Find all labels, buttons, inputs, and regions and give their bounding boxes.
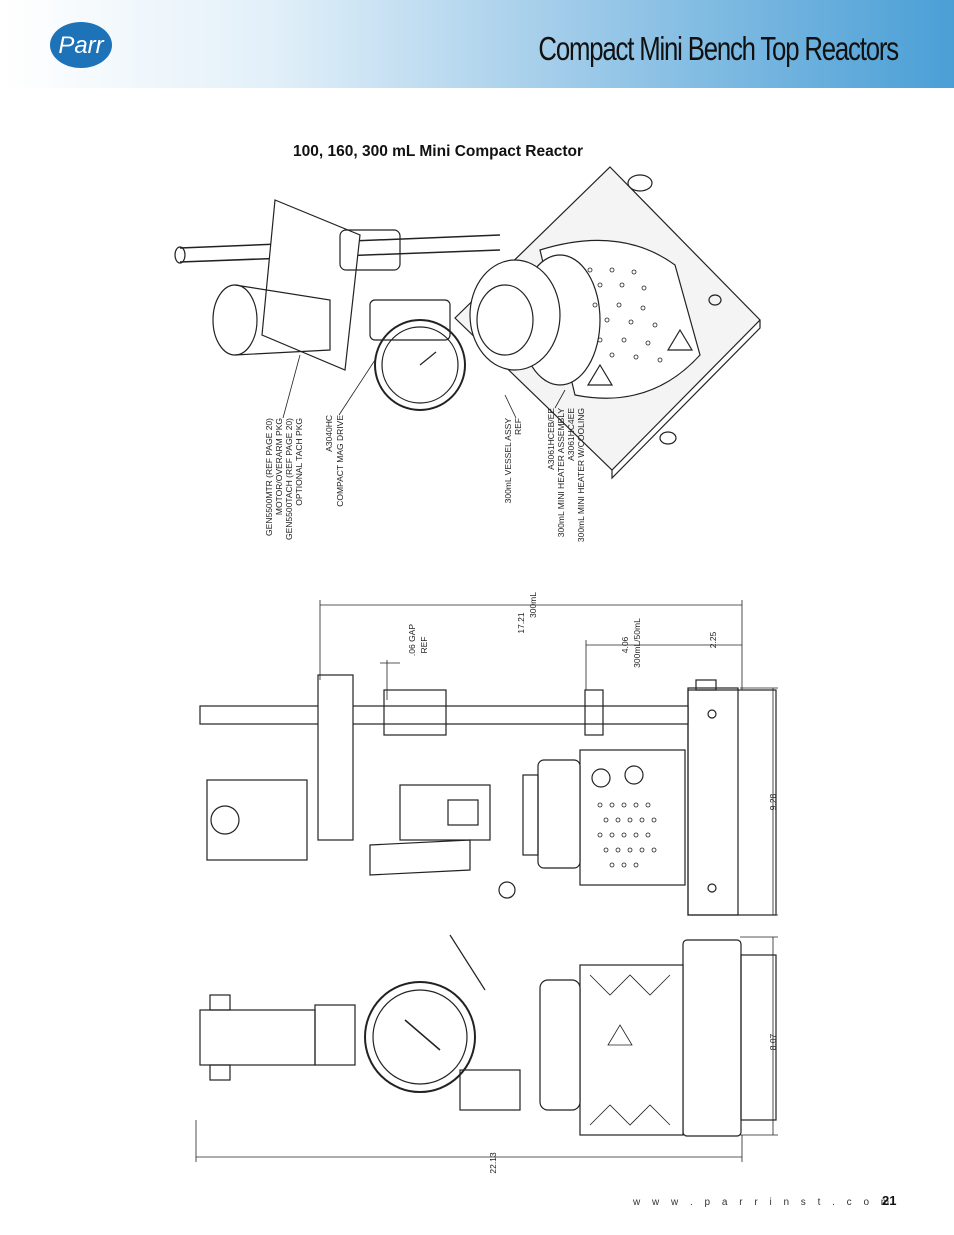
callout-heater-4: 300mL MINI HEATER W/COOLING bbox=[576, 408, 586, 542]
page-title: Compact Mini Bench Top Reactors bbox=[538, 30, 899, 67]
footer-url: w w w . p a r r i n s t . c o m bbox=[633, 1197, 894, 1208]
dim-gap-value: .06 GAP bbox=[407, 624, 417, 656]
side-view bbox=[199, 674, 777, 916]
dim-gap-note: REF bbox=[419, 637, 429, 654]
page-number: 21 bbox=[882, 1193, 897, 1208]
dim-17-21-value: 17.21 bbox=[516, 612, 526, 634]
callout-motor-3: GEN5500TACH (REF PAGE 20) bbox=[284, 418, 294, 540]
callout-drive-2: COMPACT MAG DRIVE bbox=[335, 415, 345, 507]
isometric-view bbox=[174, 166, 761, 480]
callout-heater-3: A3061HC4EE bbox=[566, 408, 576, 461]
logo-text: Parr bbox=[58, 32, 104, 59]
dim-22-13: 22.13 bbox=[488, 1152, 498, 1174]
dimension-lines bbox=[195, 600, 778, 1162]
figure-title: 100, 160, 300 mL Mini Compact Reactor bbox=[293, 143, 584, 160]
callout-motor-2: MOTOR/OVERARM PKG bbox=[274, 418, 284, 515]
front-view bbox=[199, 934, 777, 1137]
dim-9-28: 9.28 bbox=[768, 793, 778, 810]
callout-motor-1: GEN5500MTR (REF PAGE 20) bbox=[264, 418, 274, 536]
dim-4-06-note: 300mL/50mL bbox=[632, 618, 642, 668]
header-banner: Parr Compact Mini Bench Top Reactors bbox=[0, 0, 954, 88]
dim-17-21-note: 300mL bbox=[528, 592, 538, 618]
callout-motor-4: OPTIONAL TACH PKG bbox=[294, 418, 304, 506]
parr-logo: Parr bbox=[50, 22, 112, 68]
dim-2-25: 2.25 bbox=[708, 631, 718, 648]
callout-heater-2: 300mL MINI HEATER ASSEMBLY bbox=[556, 408, 566, 538]
callout-heater-1: A3061HCEB/EE bbox=[546, 408, 556, 470]
callout-drive-1: A3040HC bbox=[324, 415, 334, 452]
dim-4-06-value: 4.06 bbox=[620, 636, 630, 653]
callout-vessel-1: 300mL VESSEL ASSY bbox=[503, 418, 513, 504]
dim-8-07: 8.07 bbox=[768, 1033, 778, 1050]
callout-vessel-2: REF bbox=[513, 418, 523, 435]
